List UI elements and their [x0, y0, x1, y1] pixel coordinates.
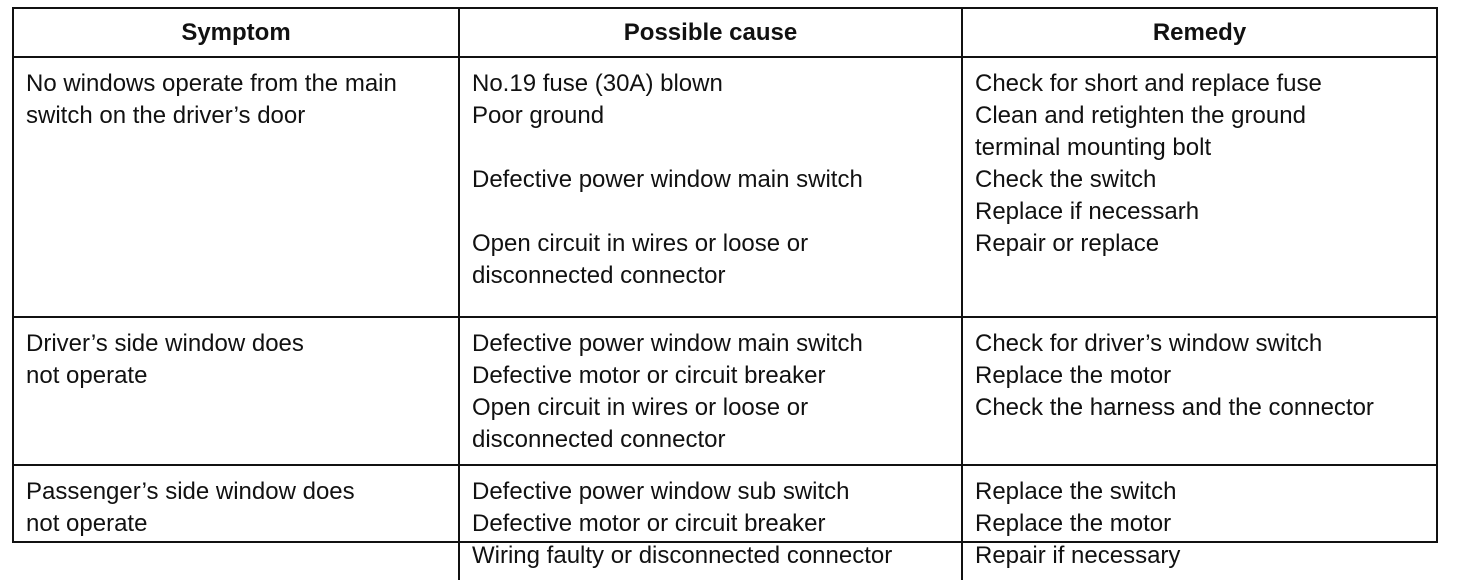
- header-possible-cause: Possible cause: [458, 9, 963, 58]
- symptom-cell: Driver’s side window does not operate: [14, 316, 460, 466]
- symptom-text: No windows operate from the main: [26, 70, 397, 97]
- symptom-cell: No windows operate from the main switch …: [14, 56, 460, 318]
- remedy-text: Check for short and replace fuse: [975, 70, 1322, 97]
- cause-text: disconnected connector: [472, 426, 726, 453]
- remedy-text: Check for driver’s window switch: [975, 330, 1323, 357]
- remedy-text: Replace if necessarh: [975, 198, 1200, 225]
- remedy-cell: Check for driver’s window switch Replace…: [961, 316, 1436, 466]
- remedy-text: Repair if necessary: [975, 542, 1181, 569]
- remedy-cell: Check for short and replace fuse Clean a…: [961, 56, 1436, 318]
- header-remedy: Remedy: [961, 9, 1436, 58]
- cause-text: Open circuit in wires or loose or: [472, 230, 809, 257]
- remedy-text: Clean and retighten the ground: [975, 102, 1306, 129]
- table-row: Passenger’s side window does not operate…: [14, 464, 1436, 580]
- symptom-text: not operate: [26, 362, 148, 389]
- symptom-text: switch on the driver’s door: [26, 102, 306, 129]
- remedy-text: Replace the motor: [975, 362, 1172, 389]
- remedy-cell: Replace the switch Replace the motor Rep…: [961, 464, 1436, 580]
- remedy-text: Repair or replace: [975, 230, 1160, 257]
- remedy-text: Check the switch: [975, 166, 1157, 193]
- cause-cell: Defective power window main switch Defec…: [458, 316, 963, 466]
- cause-text: Defective power window sub switch: [472, 478, 850, 505]
- header-symptom: Symptom: [14, 9, 460, 58]
- troubleshooting-table: Symptom Possible cause Remedy No windows…: [14, 9, 1436, 580]
- cause-text: Defective power window main switch: [472, 330, 863, 357]
- remedy-text: terminal mounting bolt: [975, 134, 1212, 161]
- troubleshooting-table-frame: Symptom Possible cause Remedy No windows…: [12, 7, 1438, 580]
- cause-text: Defective motor or circuit breaker: [472, 362, 826, 389]
- cause-text: Defective power window main switch: [472, 166, 863, 193]
- symptom-text: Driver’s side window does: [26, 330, 304, 357]
- cause-text: Wiring faulty or disconnected connector: [472, 542, 893, 569]
- cause-text: Poor ground: [472, 102, 605, 129]
- remedy-text: Replace the motor: [975, 510, 1172, 537]
- cause-text: disconnected connector: [472, 262, 726, 289]
- cause-cell: No.19 fuse (30A) blown Poor ground Defec…: [458, 56, 963, 318]
- remedy-text: Replace the switch: [975, 478, 1177, 505]
- symptom-text: Passenger’s side window does: [26, 478, 355, 505]
- table-row: Driver’s side window does not operate De…: [14, 316, 1436, 466]
- remedy-text: Check the harness and the connector: [975, 394, 1374, 421]
- cause-text: Open circuit in wires or loose or: [472, 394, 809, 421]
- table-row: No windows operate from the main switch …: [14, 56, 1436, 318]
- cause-cell: Defective power window sub switch Defect…: [458, 464, 963, 580]
- cause-text: No.19 fuse (30A) blown: [472, 70, 723, 97]
- cause-text: Defective motor or circuit breaker: [472, 510, 826, 537]
- header-row: Symptom Possible cause Remedy: [14, 9, 1436, 58]
- symptom-text: not operate: [26, 510, 148, 537]
- symptom-cell: Passenger’s side window does not operate: [14, 464, 460, 580]
